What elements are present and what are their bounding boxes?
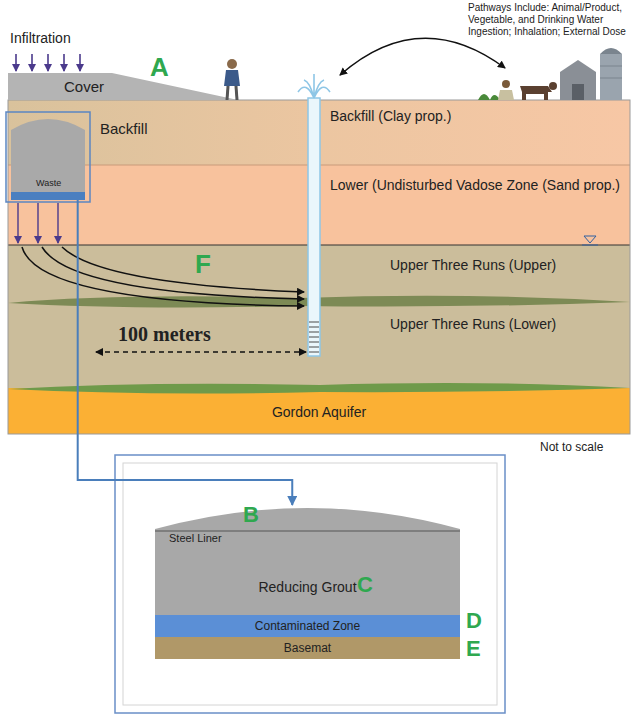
layer-label: Upper Three Runs (Lower) xyxy=(390,316,556,333)
waste-tank xyxy=(6,112,90,202)
cover-layer: Cover xyxy=(58,76,136,98)
pathway-arrow xyxy=(340,38,505,75)
callout-letter: C xyxy=(357,572,373,598)
note-label: Not to scale xyxy=(540,440,603,454)
callout-letter: B xyxy=(243,502,259,528)
plume-arrows xyxy=(22,247,304,306)
callout-letter: A xyxy=(150,52,169,83)
pathway-arrow xyxy=(340,38,505,75)
cover-mound xyxy=(8,73,238,100)
infiltration-arrows xyxy=(15,54,17,71)
farm-figure xyxy=(478,94,500,100)
callout-letter: F xyxy=(195,249,211,280)
callout-letter: E xyxy=(466,636,481,662)
inset-frame xyxy=(115,455,505,713)
leach-arrows xyxy=(37,203,38,243)
farm-figure xyxy=(572,84,584,100)
distance-dimension xyxy=(96,351,306,352)
layer-label: Reducing Grout xyxy=(155,579,460,596)
soil-layers xyxy=(582,245,598,246)
soil-layers xyxy=(8,388,630,434)
basemat-band: Basemat xyxy=(155,637,460,659)
soil-layers xyxy=(584,236,596,243)
soil-layers xyxy=(8,383,630,393)
leach-arrows xyxy=(57,203,58,243)
layer-label: Cover xyxy=(64,78,104,96)
leach-arrows xyxy=(17,203,18,243)
layer-label: Backfill xyxy=(100,120,148,138)
infiltration-arrows xyxy=(31,54,33,71)
detail-arrow xyxy=(78,200,293,505)
plume-arrows xyxy=(22,247,304,306)
layer-label: Upper Three Runs (Upper) xyxy=(390,257,556,274)
inset-frame xyxy=(123,463,497,705)
note-label: 100 meters xyxy=(118,322,211,346)
farm-figure xyxy=(520,86,552,100)
person-figure xyxy=(224,59,240,100)
infiltration-arrows xyxy=(63,54,65,71)
farm-figure xyxy=(498,90,514,100)
infiltration-arrows xyxy=(47,54,49,71)
person-figure xyxy=(224,70,240,86)
person-figure xyxy=(227,59,237,69)
aquifer-layer: Upper Three Runs (Upper) xyxy=(8,245,630,302)
note-label: Infiltration xyxy=(10,30,71,47)
well xyxy=(308,98,320,356)
note-label: Pathways Include: Animal/Product, Vegeta… xyxy=(468,2,638,38)
infiltration-arrows xyxy=(16,54,80,71)
well xyxy=(298,74,330,98)
layer-label: Contaminated Zone xyxy=(155,619,460,633)
contaminated-band: Contaminated Zone xyxy=(155,615,460,637)
layer-label: Waste xyxy=(36,178,61,189)
tank-outline xyxy=(155,508,460,659)
distance-dimension xyxy=(96,351,306,352)
leach-arrows xyxy=(18,203,58,243)
well xyxy=(309,320,319,355)
waste-tank xyxy=(11,119,85,200)
tank-outline xyxy=(155,531,460,532)
farm-figure xyxy=(502,80,510,88)
farm-figure xyxy=(600,78,622,79)
farm-figure xyxy=(600,54,622,100)
person-figure xyxy=(236,86,237,100)
person-figure xyxy=(227,86,228,100)
cover-mound xyxy=(8,73,238,100)
aquifer-layer: Upper Three Runs (Lower) xyxy=(8,306,630,386)
inset-frame xyxy=(115,455,505,713)
waste-tank xyxy=(11,192,85,200)
infiltration-arrows xyxy=(79,54,81,71)
well xyxy=(298,74,330,356)
farm-figure xyxy=(560,60,596,100)
layer-label: Steel Liner xyxy=(169,532,222,545)
layer-label: Lower (Undisturbed Vadose Zone (Sand pro… xyxy=(330,177,620,194)
waste-tank: Waste xyxy=(8,112,90,200)
layer-label: Gordon Aquifer xyxy=(8,404,630,421)
farm-figure xyxy=(478,48,622,100)
plume-arrows xyxy=(42,247,304,299)
layer-label: Basemat xyxy=(155,641,460,655)
plume-arrows xyxy=(62,247,304,292)
waste-tank xyxy=(6,112,90,202)
backfill-layer: BackfillBackfill (Clay prop.)Waste xyxy=(8,100,630,165)
vadose-layer: Lower (Undisturbed Vadose Zone (Sand pro… xyxy=(8,165,630,245)
callout-letter: D xyxy=(466,608,482,634)
farm-figure xyxy=(600,66,622,67)
farm-figure xyxy=(549,82,557,90)
aquifer-layer: Gordon Aquifer xyxy=(8,392,630,434)
tank-section: Steel LinerReducing GroutContaminated Zo… xyxy=(155,505,460,659)
layer-label: Backfill (Clay prop.) xyxy=(330,108,451,125)
farm-figure xyxy=(600,48,622,54)
